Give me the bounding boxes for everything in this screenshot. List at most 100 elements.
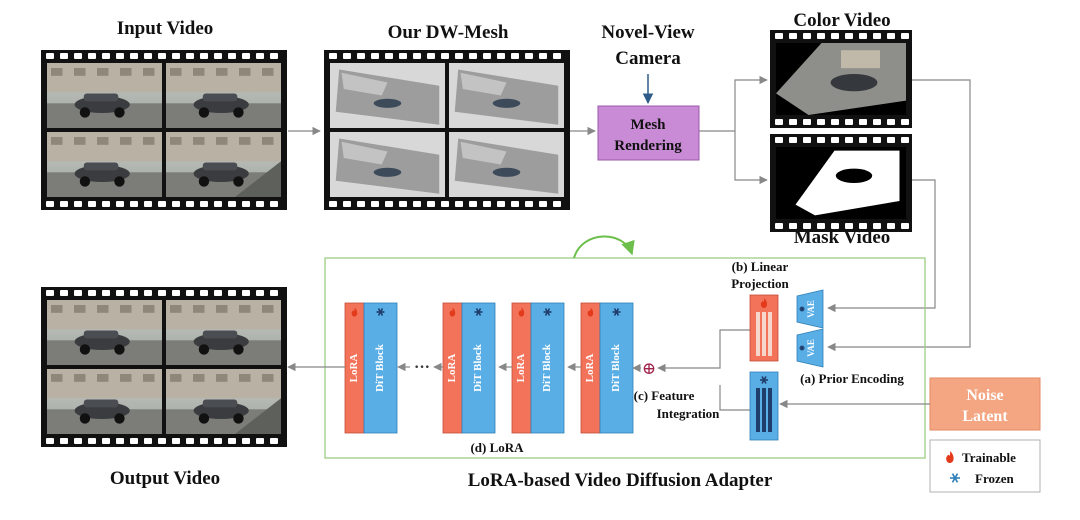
sprocket-hole (242, 290, 250, 296)
sprocket-hole (270, 290, 278, 296)
sprocket-hole (887, 119, 895, 125)
sprocket-hole (817, 119, 825, 125)
noise-bar-1 (756, 388, 760, 432)
arrow-mask-to-vae (827, 179, 936, 313)
sprocket-hole (242, 438, 250, 444)
snowflake-icon (760, 376, 768, 384)
sprocket-hole (901, 119, 909, 125)
sprocket-hole (144, 53, 152, 59)
car-wheel (198, 413, 210, 424)
sprocket-hole (60, 53, 68, 59)
flame-icon (518, 307, 525, 317)
sprocket-hole (130, 438, 138, 444)
dw-mesh-title: Our DW-Mesh (388, 22, 509, 43)
car-wheel (79, 176, 91, 187)
sprocket-hole (186, 290, 194, 296)
snowflake-icon (376, 308, 385, 316)
sprocket-hole (789, 223, 797, 229)
sprocket-hole (511, 53, 519, 59)
sprocket-hole (385, 53, 393, 59)
snowflake-stroke (544, 308, 551, 316)
sprocket-hole (483, 53, 491, 59)
car-wheel (114, 107, 125, 118)
warp-region (235, 161, 281, 197)
sprocket-hole (172, 438, 180, 444)
mesh-building (341, 72, 388, 96)
vae-label: VAE (806, 339, 816, 357)
sprocket-hole (116, 438, 124, 444)
sprocket-hole (845, 137, 853, 143)
building-window (193, 374, 205, 382)
noise-bar-3 (768, 388, 772, 432)
building-window (74, 137, 86, 145)
sprocket-hole (46, 201, 54, 207)
building-window (143, 374, 155, 382)
sprocket-hole (60, 201, 68, 207)
building-window (262, 68, 274, 76)
snowflake-stroke (800, 306, 804, 312)
building-window (239, 374, 251, 382)
building-window (239, 305, 251, 313)
linear-projection-line2: Projection (731, 276, 789, 291)
legend-frozen: Frozen (975, 471, 1015, 486)
sprocket-hole (74, 201, 82, 207)
sprocket-hole (441, 53, 449, 59)
sprocket-hole (553, 201, 561, 207)
sprocket-hole (102, 201, 110, 207)
sprocket-hole (497, 53, 505, 59)
color-video-filmstrip (770, 30, 912, 128)
sprocket-hole (116, 201, 124, 207)
snowflake-stroke (377, 308, 384, 316)
sprocket-hole (88, 53, 96, 59)
mesh-rendering-box (597, 105, 700, 161)
sprocket-hole (831, 33, 839, 39)
building-window (74, 305, 86, 313)
sprocket-hole (256, 438, 264, 444)
sprocket-hole (427, 53, 435, 59)
building-window (193, 137, 205, 145)
adapter-title: LoRA-based Video Diffusion Adapter (468, 470, 773, 491)
sprocket-hole (357, 201, 365, 207)
sprocket-hole (130, 290, 138, 296)
noise-latent-box (929, 377, 1041, 431)
snowflake-stroke (761, 376, 767, 384)
sprocket-hole (158, 201, 166, 207)
building (47, 300, 162, 330)
car-wheel (233, 413, 244, 424)
sprocket-hole (859, 33, 867, 39)
building-window (143, 305, 155, 313)
building-window (262, 305, 274, 313)
sprocket-hole (102, 438, 110, 444)
sprocket-hole (525, 53, 533, 59)
plus-icon: ⊕ (642, 359, 656, 378)
lora-block-label: LoRA (348, 354, 360, 383)
sprocket-hole (186, 53, 194, 59)
sprocket-hole (343, 53, 351, 59)
sprocket-hole (817, 223, 825, 229)
novel-view-title-line1: Novel-View (601, 22, 694, 43)
dit-block-label: DiT Block (610, 343, 622, 392)
snowflake-stroke (613, 308, 620, 316)
building-window (216, 305, 228, 313)
sprocket-hole (525, 201, 533, 207)
sprocket-hole (144, 201, 152, 207)
flame-icon (449, 307, 456, 317)
sprocket-hole (845, 119, 853, 125)
sprocket-hole (144, 438, 152, 444)
sprocket-hole (74, 53, 82, 59)
building-window (170, 374, 182, 382)
flame-shape (351, 307, 358, 317)
car-wheel (114, 413, 125, 424)
car-wheel (79, 413, 91, 424)
dit-block-1 (461, 302, 496, 434)
building-window (51, 68, 63, 76)
sprocket-hole (158, 53, 166, 59)
flame-icon (946, 451, 954, 463)
building-window (262, 137, 274, 145)
sprocket-hole (887, 223, 895, 229)
noise-latent-line1: Noise (966, 387, 1003, 404)
mesh-car (373, 98, 402, 108)
sprocket-hole (803, 137, 811, 143)
mesh-building (460, 141, 507, 165)
sprocket-hole (539, 53, 547, 59)
